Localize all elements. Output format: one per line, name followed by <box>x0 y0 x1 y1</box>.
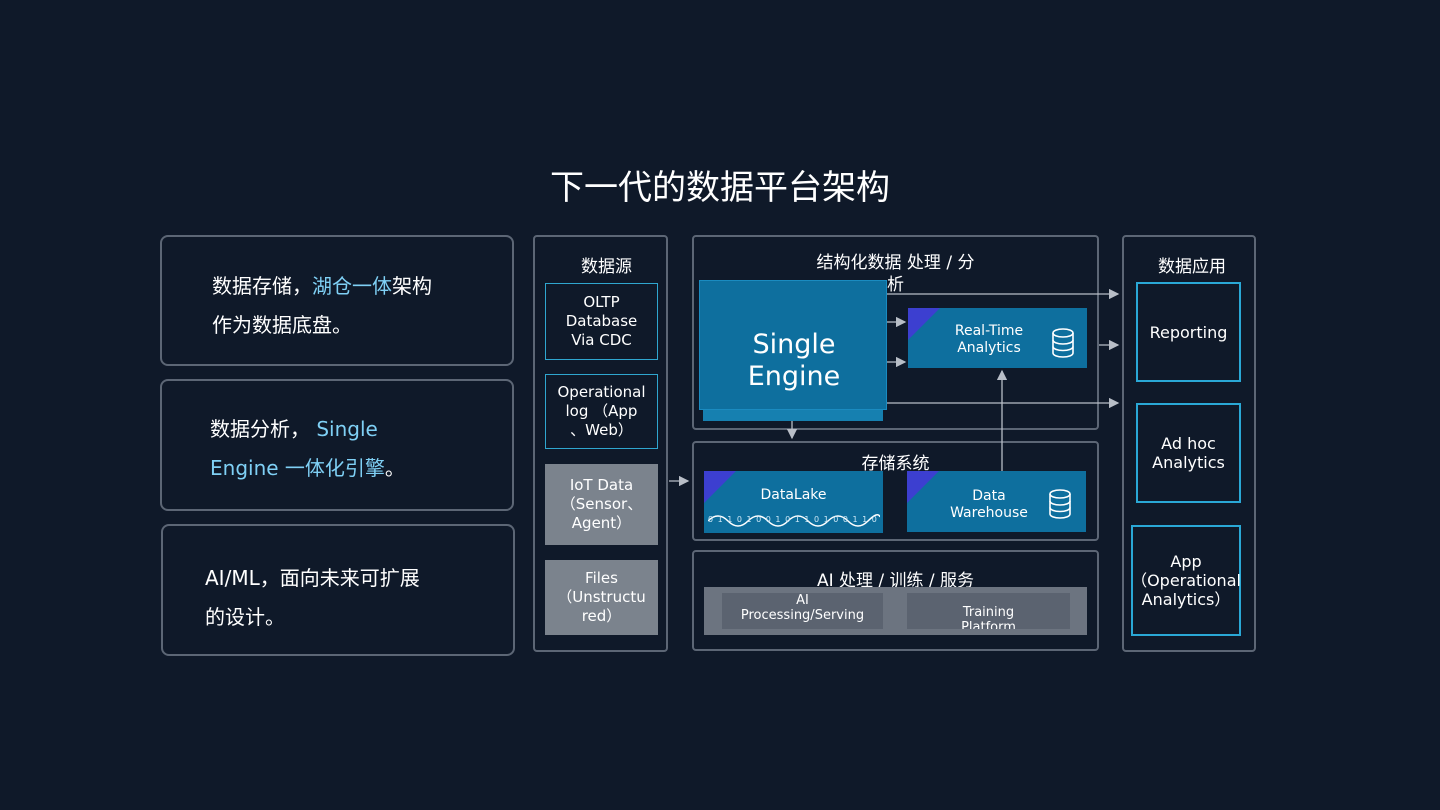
page-title: 下一代的数据平台架构 <box>550 168 890 208</box>
source-files-l3: red） <box>581 607 622 625</box>
source-oltp-l1: OLTP <box>583 293 620 311</box>
card-analysis-highlight-1: Single <box>316 417 378 441</box>
card-storage-line2: 作为数据底盘。 <box>212 313 352 337</box>
card-storage-text: 数据存储，湖仓一体架构 作为数据底盘。 <box>212 267 502 345</box>
card-ai-line1: AI/ML，面向未来可扩展 <box>205 566 420 590</box>
source-oplog-l2: log （App <box>565 402 638 420</box>
storage-panel <box>692 441 1099 541</box>
app-reporting: Reporting <box>1136 282 1241 382</box>
single-engine-l2: Engine <box>747 361 841 392</box>
source-iot: IoT Data（Sensor、Agent） <box>545 464 658 545</box>
apps-panel <box>1122 235 1256 652</box>
dw-l2: Warehouse <box>950 505 1028 521</box>
realtime-text: Real-Time Analytics <box>938 323 1040 357</box>
ai-panel <box>692 550 1099 651</box>
app-op-l1: App <box>1170 552 1202 571</box>
card-storage-part-1: 数据存储， <box>212 274 312 298</box>
ai-btn2-l1: Training <box>962 605 1015 620</box>
processing-label-l2: 析 <box>887 275 904 295</box>
single-engine-block: Single Engine <box>699 280 887 410</box>
single-engine-text: Single Engine <box>700 329 888 393</box>
corner-accent <box>907 471 939 503</box>
card-ai-line2: 的设计。 <box>205 605 285 629</box>
source-iot-l2: （Sensor、 <box>560 495 643 513</box>
card-ai-text: AI/ML，面向未来可扩展 的设计。 <box>205 559 505 637</box>
app-op-l3: Analytics） <box>1141 590 1231 609</box>
dw-text: Data Warehouse <box>937 488 1041 522</box>
app-adhoc-l1: Ad hoc <box>1161 434 1216 453</box>
datalake-box: DataLake 0 1 1 0 1 0 0 1 0 1 1 0 1 0 0 1… <box>704 471 883 533</box>
wave-icon <box>708 514 880 527</box>
source-oltp-l2: Database <box>565 312 638 330</box>
card-analysis-part-4: 。 <box>384 456 405 480</box>
realtime-l2: Analytics <box>957 340 1021 356</box>
corner-accent <box>704 471 736 503</box>
source-oplog-l1: Operational <box>557 383 646 401</box>
corner-accent <box>908 308 940 340</box>
source-files-l1: Files <box>585 569 618 587</box>
single-engine-l1: Single <box>752 329 836 360</box>
source-oltp-l3: Via CDC <box>571 331 632 349</box>
source-oplog-l3: 、Web） <box>570 421 633 439</box>
database-icon <box>1049 489 1071 519</box>
datalake-label: DataLake <box>760 487 827 503</box>
source-iot-l1: IoT Data <box>569 476 634 494</box>
card-ai: AI/ML，面向未来可扩展 的设计。 <box>161 524 515 656</box>
realtime-l1: Real-Time <box>954 323 1024 339</box>
binary-stream: 0 1 1 0 1 0 0 1 0 1 1 0 1 0 0 1 1 0 1 0 … <box>708 515 880 524</box>
dw-l1: Data <box>972 488 1006 504</box>
ai-btn1-l1: AI <box>796 593 809 608</box>
ai-label: AI 处理 / 训练 / 服务 <box>816 571 975 591</box>
app-op-l2: （Operational <box>1131 571 1241 590</box>
card-analysis-highlight-2: Engine 一体化引擎 <box>210 456 385 480</box>
processing-panel <box>692 235 1099 430</box>
ai-processing-button: AI Processing/Serving <box>722 593 883 629</box>
card-analysis: 数据分析， Single Engine 一体化引擎。 <box>160 379 514 511</box>
sources-panel <box>533 235 668 652</box>
sources-label: 数据源 <box>581 257 632 277</box>
ai-btn2-l2: Platform <box>961 620 1016 629</box>
source-iot-l3: Agent） <box>571 514 632 532</box>
training-platform-button: Training Platform <box>907 593 1070 629</box>
processing-label: 结构化数据 处理 / 分 析 <box>692 252 1099 296</box>
database-icon <box>1052 328 1074 358</box>
source-files-l2: （Unstructu <box>557 588 646 606</box>
app-reporting-label: Reporting <box>1149 322 1228 342</box>
card-storage: 数据存储，湖仓一体架构 作为数据底盘。 <box>160 235 514 366</box>
app-adhoc-l2: Analytics <box>1152 453 1225 472</box>
card-analysis-text: 数据分析， Single Engine 一体化引擎。 <box>210 410 500 488</box>
card-storage-highlight: 湖仓一体 <box>312 274 392 298</box>
card-storage-part-3: 架构 <box>392 274 432 298</box>
processing-label-l1: 结构化数据 处理 / 分 <box>816 253 975 273</box>
data-warehouse-box: Data Warehouse <box>907 471 1086 532</box>
realtime-analytics-box: Real-Time Analytics <box>908 308 1087 368</box>
storage-label: 存储系统 <box>861 454 930 474</box>
apps-label: 数据应用 <box>1158 257 1226 277</box>
card-analysis-part-1: 数据分析， <box>210 417 317 441</box>
ai-btn1-l2: Processing/Serving <box>740 608 865 623</box>
